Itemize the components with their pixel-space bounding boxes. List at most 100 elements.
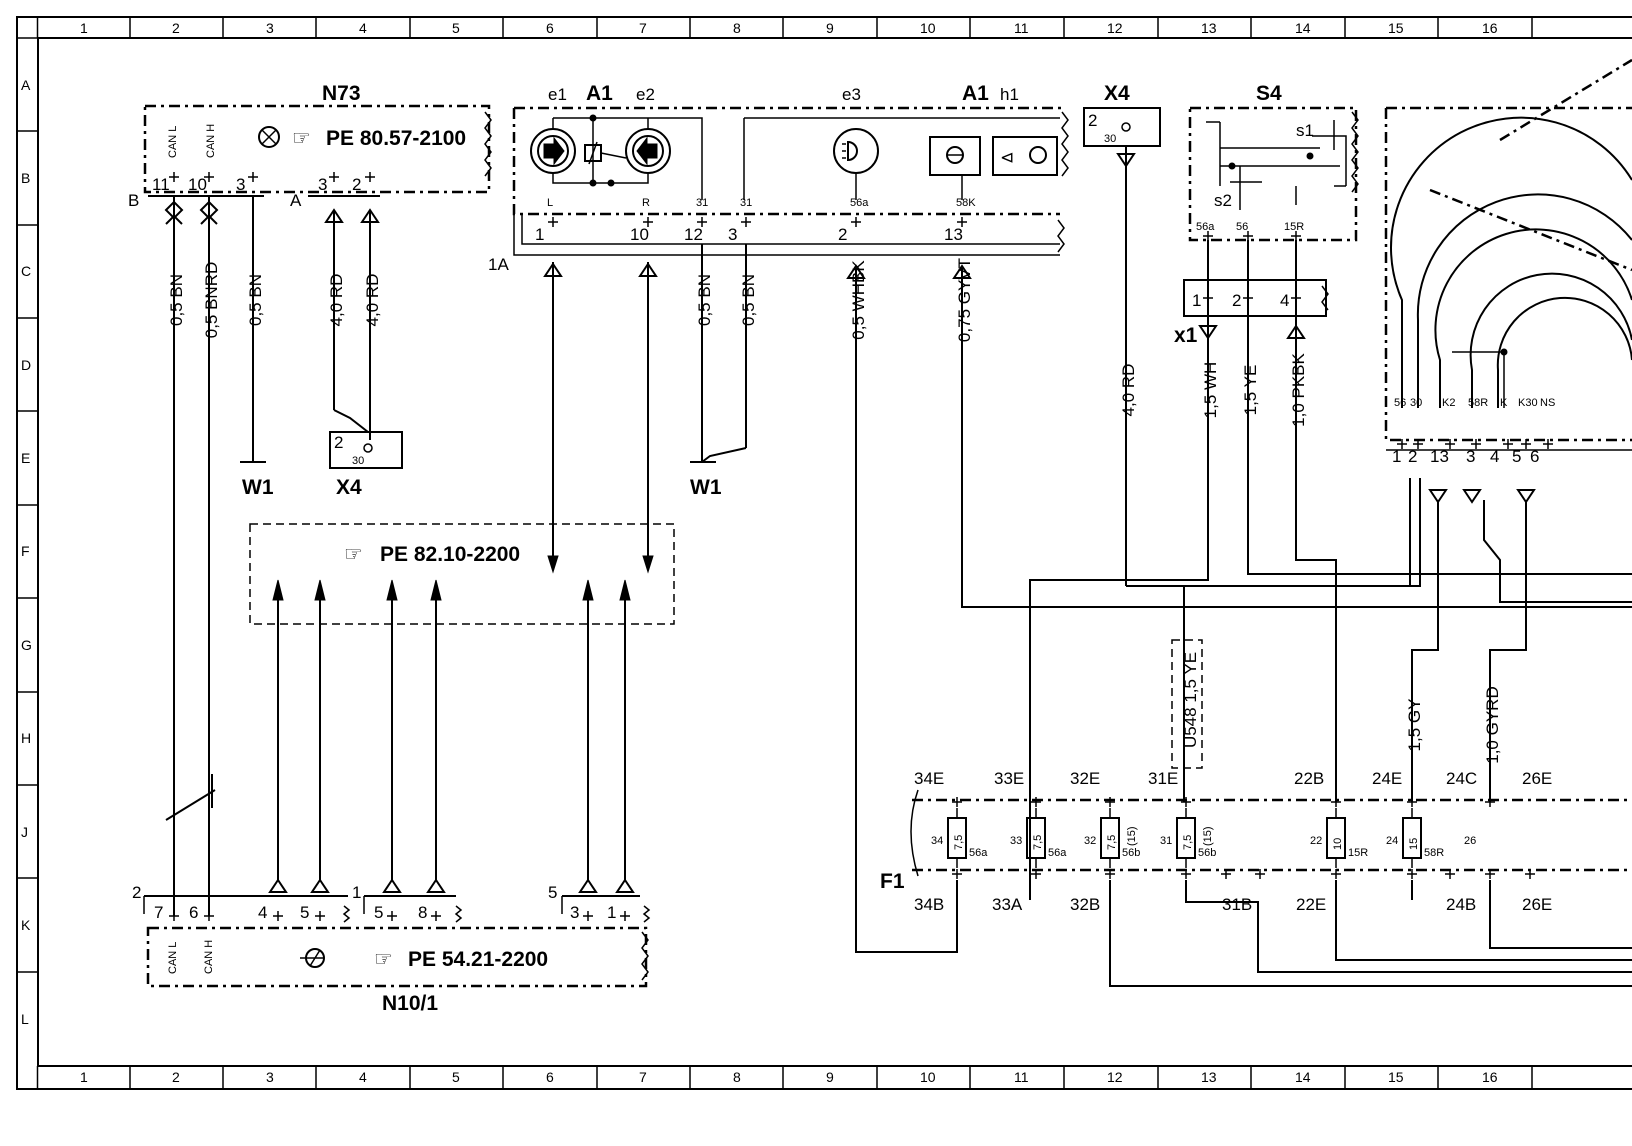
wire-label-w3: 0,5 BN [246, 274, 265, 326]
column-number: 13 [1201, 20, 1217, 36]
column-number: 1 [80, 1069, 88, 1085]
n10-can-h-pin: CAN H [203, 940, 215, 974]
column-number: 11 [1014, 20, 1029, 36]
a1-pin: 31 [696, 197, 708, 209]
right-box-bottom-pin: 5 [1512, 447, 1521, 466]
n10-can-l-pin: CAN L [167, 942, 179, 974]
column-number: 16 [1482, 20, 1498, 36]
s4-s1: s1 [1296, 121, 1314, 140]
x1-pin: 4 [1280, 291, 1289, 310]
fuse-number: 33 [1010, 835, 1022, 847]
column-number: 3 [266, 20, 274, 36]
connector-1a: 1A [488, 255, 509, 274]
wire-label-w16: U548 1,5 YE [1181, 652, 1200, 748]
n73-ref: PE 80.57-2100 [326, 127, 466, 150]
column-number: 14 [1295, 1069, 1311, 1085]
n10-pin: 8 [418, 903, 427, 922]
fuse-paren: (15) [1126, 826, 1138, 846]
column-number: 2 [172, 1069, 180, 1085]
n73-can-l-pin: CAN L [167, 126, 179, 158]
pe-82-box: ☞ PE 82.10-2200 [249, 523, 675, 625]
n73-can-h-pin: CAN H [205, 124, 217, 158]
fuse-rating: 10 [1332, 838, 1344, 850]
left-turn-indicator-icon [543, 136, 565, 166]
n10-group-number: 5 [548, 883, 557, 902]
row-letter: C [21, 263, 31, 279]
outer-border [16, 16, 1632, 1090]
wire-label-w1: 0,5 BN [167, 274, 186, 326]
f1-label: F1 [880, 870, 905, 893]
n73-label: N73 [322, 82, 361, 105]
column-number: 2 [172, 20, 180, 36]
fuse-paren: (15) [1202, 826, 1214, 846]
wire-label-w10: 4,0 RD [1119, 364, 1138, 417]
row-letter: K [21, 917, 31, 933]
a1-conn-pin: 10 [630, 225, 649, 244]
n10-pin: 6 [189, 903, 198, 922]
fuse-top-label: 22B [1294, 769, 1324, 788]
fuse-top-label: 31E [1148, 769, 1178, 788]
fuse-rating: 7,5 [1182, 835, 1194, 850]
wire-label-w14: 1,5 GY [1405, 699, 1424, 752]
column-number: 9 [826, 20, 834, 36]
x4-lower-pin2: 2 [334, 433, 343, 452]
right-box-top-pin: K [1500, 397, 1508, 409]
fuse-bottom-label: 33A [992, 895, 1023, 914]
column-number: 13 [1201, 1069, 1217, 1085]
fuse-rating: 15 [1408, 838, 1420, 850]
column-number: 4 [359, 20, 367, 36]
fuse-circuit: 56b [1122, 847, 1140, 859]
row-letter: D [21, 357, 31, 373]
right-box-bottom-pin: 3 [1466, 447, 1475, 466]
a1-conn-pin: 3 [728, 225, 737, 244]
fuse-circuit: 56a [969, 847, 988, 859]
column-number: 9 [826, 1069, 834, 1085]
x4-upper-label: X4 [1104, 82, 1130, 105]
x4-upper: X4 2 30 [1083, 82, 1421, 587]
x1-pin: 1 [1192, 291, 1201, 310]
fuse-top-label: 26E [1522, 769, 1552, 788]
column-number: 7 [639, 20, 647, 36]
inner-border [37, 37, 1632, 1067]
n73-pin: 3 [236, 175, 245, 194]
n73-wires: W1 [164, 196, 380, 900]
a1-pin: R [642, 197, 650, 209]
n10-pin: 3 [570, 903, 579, 922]
column-number: 15 [1388, 20, 1404, 36]
right-box-bottom-pin: 2 [1408, 447, 1417, 466]
column-number: 5 [452, 1069, 460, 1085]
wire-label-w5: 4,0 RD [363, 274, 382, 327]
pe-82-ref-icon: ☞ [344, 543, 363, 566]
wire-label-w6: 0,5 BN [695, 274, 714, 326]
fuse-bottom-label: 31B [1222, 895, 1252, 914]
a1-pin: L [547, 197, 553, 209]
speaker-icon: ⊲ [1000, 148, 1014, 167]
n10-pin: 7 [154, 903, 163, 922]
n10-label: N10/1 [382, 992, 438, 1015]
pe-82-ref: PE 82.10-2200 [380, 543, 520, 566]
s4-pin: 15R [1284, 221, 1304, 233]
a1-right-label: A1 [962, 82, 989, 105]
a1-pin: 58K [956, 197, 976, 209]
wire-label-w2: 0,5 BNRD [202, 262, 221, 339]
row-letter: L [21, 1011, 29, 1027]
right-box-top-pin: K2 [1442, 397, 1455, 409]
right-box-bottom-pin: 4 [1490, 447, 1499, 466]
column-number: 12 [1107, 1069, 1123, 1085]
fuse-circuit: 58R [1424, 847, 1444, 859]
a1-e1: e1 [548, 85, 567, 104]
n73-conn-b: B [128, 191, 139, 210]
n10-group-number: 2 [132, 883, 141, 902]
column-number: 1 [80, 20, 88, 36]
n10-group-number: 1 [352, 883, 361, 902]
fuse-number: 31 [1160, 835, 1172, 847]
row-letter: F [21, 543, 30, 559]
